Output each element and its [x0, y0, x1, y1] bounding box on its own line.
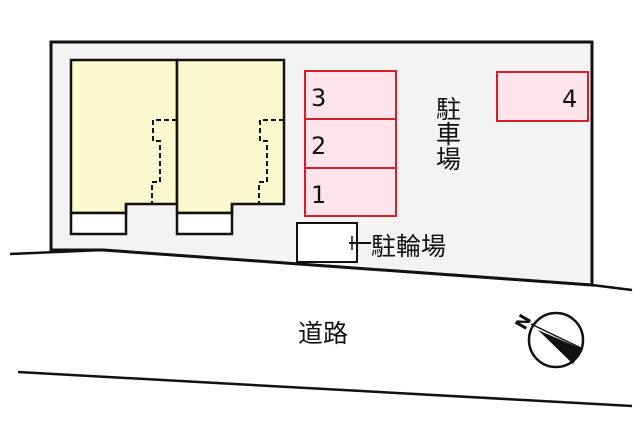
dashed-line [258, 119, 284, 204]
svg-text:1: 1 [311, 181, 326, 209]
building-unit-b [175, 58, 286, 236]
parking-slot-4: 4 [496, 71, 589, 122]
svg-text:2: 2 [311, 132, 326, 160]
road-edge-top [9, 248, 633, 292]
parking-slot-2: 2 [304, 118, 397, 169]
compass-icon: N [512, 311, 585, 369]
svg-text:3: 3 [311, 84, 326, 112]
road-edge-bottom [17, 370, 633, 408]
bicycle-parking-area [296, 222, 358, 263]
bicycle-parking-label: 駐輪場 [371, 232, 446, 261]
parking-label: 駐車場 [433, 96, 462, 171]
road-label: 道路 [298, 319, 348, 348]
parking-slot-3: 3 [304, 70, 397, 120]
parking-slot-1: 1 [304, 167, 397, 217]
svg-text:4: 4 [562, 85, 577, 113]
dashed-line [151, 119, 177, 204]
